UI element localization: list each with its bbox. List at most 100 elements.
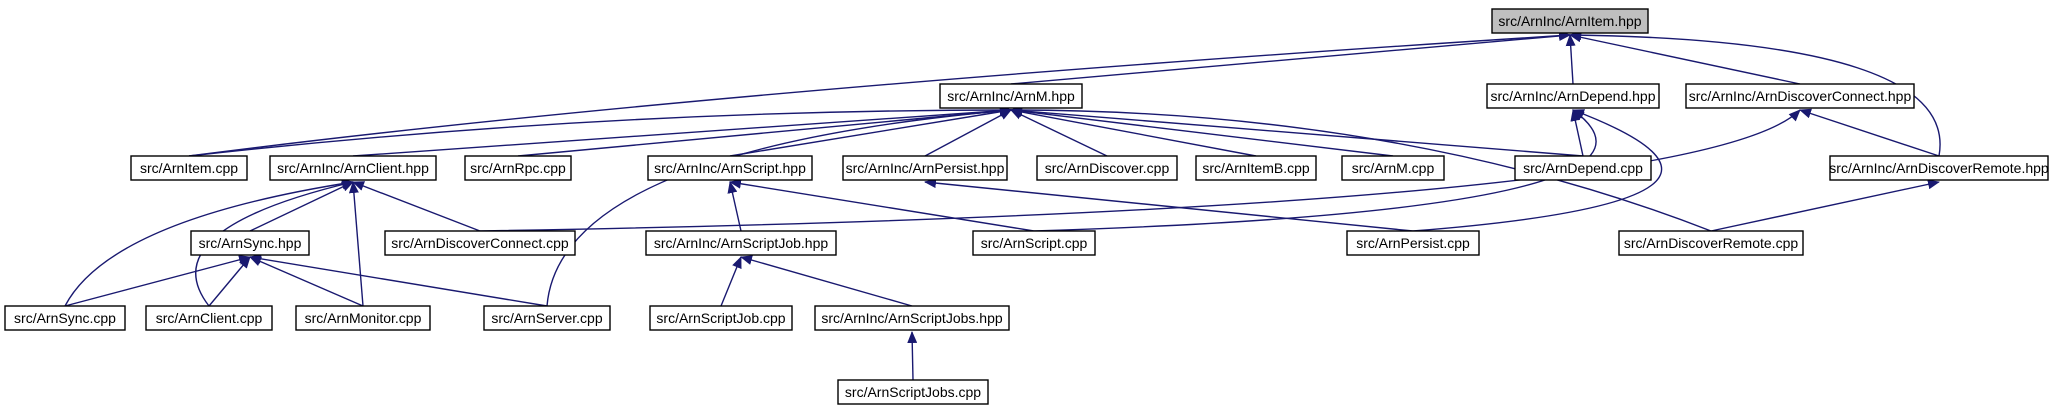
node-discover-cpp[interactable]: src/ArnDiscover.cpp: [1036, 155, 1178, 181]
node-label: src/ArnInc/ArnPersist.hpp: [846, 160, 1005, 176]
node-box: [1486, 83, 1660, 109]
node-box: [1491, 8, 1649, 34]
edge-discremote_hpp-to-discconn_hpp: [1799, 108, 1940, 157]
node-label: src/ArnDepend.cpp: [1523, 160, 1643, 176]
node-box: [1618, 230, 1804, 256]
node-label: src/ArnInc/ArnDiscoverConnect.hpp: [1689, 88, 1912, 104]
node-persist-cpp[interactable]: src/ArnPersist.cpp: [1346, 230, 1480, 256]
node-rpc-cpp[interactable]: src/ArnRpc.cpp: [464, 155, 572, 181]
edge-server_cpp-to-sync_hpp: [249, 253, 548, 307]
node-box: [842, 155, 1008, 181]
node-box: [145, 305, 273, 331]
node-box: [384, 230, 576, 256]
edge-rpc_cpp-to-arnm_hpp: [517, 106, 1012, 157]
node-box: [837, 379, 989, 405]
node-scriptjobs-cpp[interactable]: src/ArnScriptJobs.cpp: [837, 379, 989, 405]
node-label: src/ArnInc/ArnScriptJob.hpp: [654, 235, 829, 251]
node-armitem-hpp[interactable]: src/ArnInc/ArnItem.hpp: [1491, 8, 1649, 34]
node-box: [190, 230, 310, 256]
node-discremote-hpp[interactable]: src/ArnInc/ArnDiscoverRemote.hpp: [1829, 155, 2049, 181]
edge-discremote_cpp-to-discremote_hpp: [1710, 179, 1940, 232]
edge-persist_cpp-to-persist_hpp: [924, 178, 1414, 232]
edge-scriptjob_cpp-to-scriptjob_hpp: [720, 256, 742, 307]
edge-scriptjobs_cpp-to-scriptjobs_hpp: [907, 331, 918, 381]
node-label: src/ArnItem.cpp: [140, 160, 238, 176]
edge-arnm_hpp-to-armitem_hpp: [1010, 30, 1571, 85]
node-client-cpp[interactable]: src/ArnClient.cpp: [145, 305, 273, 331]
node-box: [1346, 230, 1480, 256]
node-box: [1829, 155, 2049, 181]
edge-arnitem_cpp-to-arnm_hpp: [188, 105, 1012, 157]
edge-client_cpp-to-sync_hpp: [208, 256, 251, 307]
node-sync-cpp[interactable]: src/ArnSync.cpp: [4, 305, 126, 331]
node-sync-hpp[interactable]: src/ArnSync.hpp: [190, 230, 310, 256]
edge-scriptjob_hpp-to-script_hpp: [727, 181, 742, 232]
node-arnm-hpp[interactable]: src/ArnInc/ArnM.hpp: [939, 83, 1083, 109]
node-discconn-cpp[interactable]: src/ArnDiscoverConnect.cpp: [384, 230, 576, 256]
node-box: [1341, 155, 1445, 181]
node-label: src/ArnClient.cpp: [156, 310, 263, 326]
node-label: src/ArnMonitor.cpp: [305, 310, 422, 326]
edge-discover_cpp-to-arnm_hpp: [1010, 109, 1108, 157]
node-label: src/ArnScriptJobs.cpp: [845, 384, 981, 400]
node-script-cpp[interactable]: src/ArnScript.cpp: [972, 230, 1096, 256]
edge-itemb_cpp-to-arnm_hpp: [1010, 107, 1257, 157]
node-label: src/ArnInc/ArnClient.hpp: [277, 160, 429, 176]
edge-sync_cpp-to-client_hpp: [64, 178, 354, 307]
node-monitor-cpp[interactable]: src/ArnMonitor.cpp: [295, 305, 431, 331]
node-depend-cpp[interactable]: src/ArnDepend.cpp: [1514, 155, 1652, 181]
edge-script_cpp-to-depend_hpp: [1033, 109, 1597, 232]
node-arnm-cpp[interactable]: src/ArnM.cpp: [1341, 155, 1445, 181]
node-box: [483, 305, 611, 331]
node-discremote-cpp[interactable]: src/ArnDiscoverRemote.cpp: [1618, 230, 1804, 256]
node-depend-hpp[interactable]: src/ArnInc/ArnDepend.hpp: [1486, 83, 1660, 109]
edge-discremote_hpp-to-armitem_hpp: [1569, 30, 1941, 157]
node-box: [4, 305, 126, 331]
node-scriptjob-hpp[interactable]: src/ArnInc/ArnScriptJob.hpp: [645, 230, 837, 256]
node-box: [649, 305, 793, 331]
node-label: src/ArnItemB.cpp: [1202, 160, 1310, 176]
node-box: [464, 155, 572, 181]
edge-script_cpp-to-script_hpp: [729, 178, 1035, 232]
edge-arnm_cpp-to-arnm_hpp: [1010, 106, 1394, 157]
node-label: src/ArnScriptJob.cpp: [656, 310, 785, 326]
node-itemb-cpp[interactable]: src/ArnItemB.cpp: [1195, 155, 1317, 181]
node-label: src/ArnRpc.cpp: [470, 160, 566, 176]
node-client-hpp[interactable]: src/ArnInc/ArnClient.hpp: [269, 155, 437, 181]
node-label: src/ArnDiscoverRemote.cpp: [1624, 235, 1798, 251]
node-label: src/ArnDiscoverConnect.cpp: [391, 235, 569, 251]
node-scriptjob-cpp[interactable]: src/ArnScriptJob.cpp: [649, 305, 793, 331]
edge-sync_hpp-to-client_hpp: [249, 181, 354, 232]
node-box: [295, 305, 431, 331]
nodes: src/ArnInc/ArnItem.hpp src/ArnInc/ArnM.hp…: [4, 8, 2049, 405]
node-label: src/ArnInc/ArnDepend.hpp: [1491, 88, 1656, 104]
node-label: src/ArnInc/ArnDiscoverRemote.hpp: [1829, 160, 2049, 176]
node-box: [645, 230, 837, 256]
node-label: src/ArnSync.cpp: [14, 310, 116, 326]
node-label: src/ArnInc/ArnItem.hpp: [1498, 13, 1641, 29]
edge-server_cpp-to-arnm_hpp: [546, 105, 1012, 307]
node-box: [1195, 155, 1317, 181]
node-box: [269, 155, 437, 181]
node-box: [939, 83, 1083, 109]
node-label: src/ArnDiscover.cpp: [1045, 160, 1170, 176]
edge-client_hpp-to-arnm_hpp: [352, 105, 1012, 157]
edge-monitor_cpp-to-client_hpp: [348, 181, 364, 307]
node-label: src/ArnInc/ArnScriptJobs.hpp: [821, 310, 1003, 326]
node-label: src/ArnInc/ArnScript.hpp: [654, 160, 806, 176]
node-box: [972, 230, 1096, 256]
node-box: [647, 155, 813, 181]
node-server-cpp[interactable]: src/ArnServer.cpp: [483, 305, 611, 331]
edge-depend_hpp-to-armitem_hpp: [1565, 34, 1576, 85]
node-label: src/ArnScript.cpp: [981, 235, 1088, 251]
node-script-hpp[interactable]: src/ArnInc/ArnScript.hpp: [647, 155, 813, 181]
edge-scriptjobs_hpp-to-scriptjob_hpp: [740, 255, 913, 307]
node-box: [814, 305, 1010, 331]
node-discconn-hpp[interactable]: src/ArnInc/ArnDiscoverConnect.hpp: [1685, 83, 1915, 109]
node-arnitem-cpp[interactable]: src/ArnItem.cpp: [130, 155, 248, 181]
edge-discconn_hpp-to-armitem_hpp: [1569, 32, 1801, 85]
edge-arnitem_cpp-to-armitem_hpp: [188, 30, 1571, 157]
node-persist-hpp[interactable]: src/ArnInc/ArnPersist.hpp: [842, 155, 1008, 181]
node-scriptjobs-hpp[interactable]: src/ArnInc/ArnScriptJobs.hpp: [814, 305, 1010, 331]
